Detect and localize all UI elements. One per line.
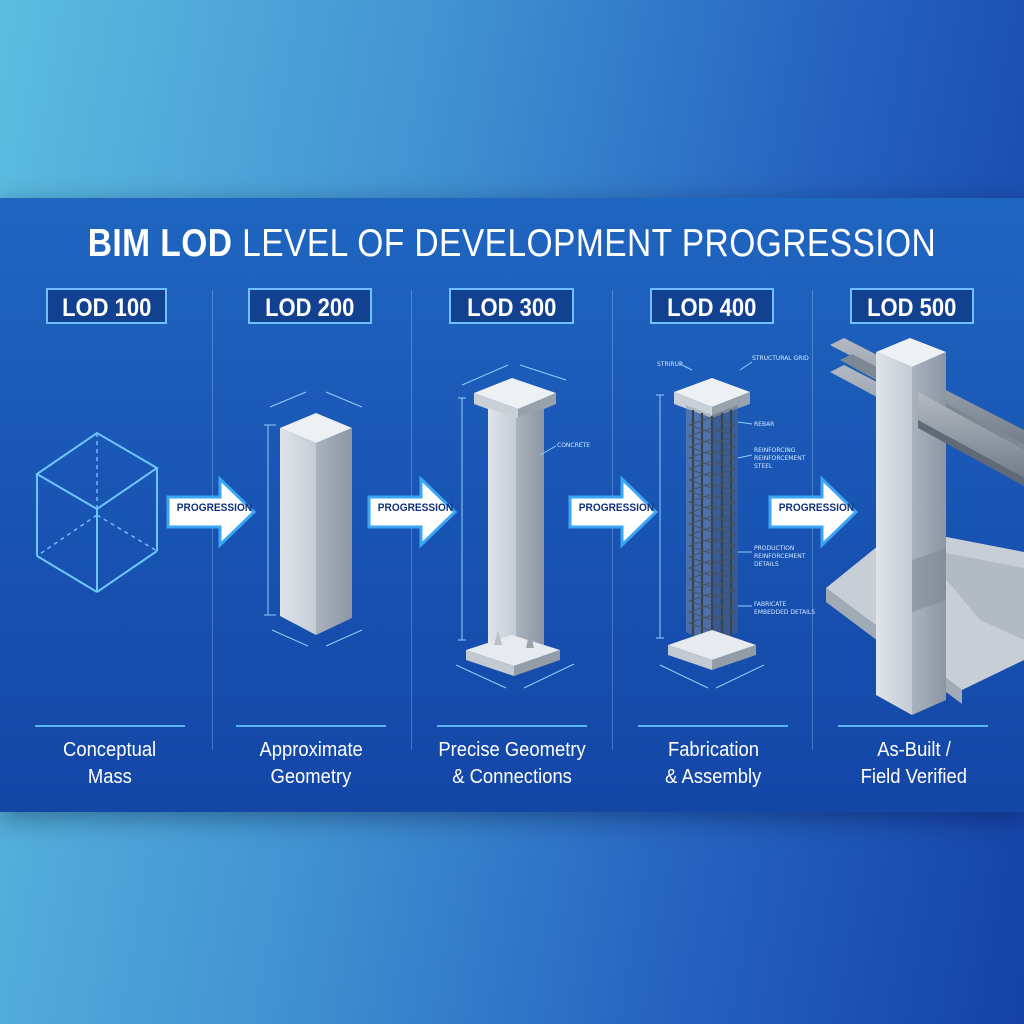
reinforcement-annotation: REINFORCEMENT: [754, 455, 806, 462]
as-built-assembly: [826, 338, 1024, 715]
approximate-column: [264, 391, 363, 647]
caption-underline: [35, 725, 185, 727]
embedded-annotation: EMBEDDED DETAILS: [754, 609, 815, 616]
progression-label: PROGRESSION: [377, 502, 454, 514]
wireframe-cube: [35, 431, 159, 593]
production-annotation: PRODUCTION: [754, 545, 794, 552]
caption-underline: [236, 725, 386, 727]
arrow-right-icon: [166, 475, 257, 549]
diagram-title: BIM LOD LEVEL OF DEVELOPMENT PROGRESSION: [87, 222, 937, 265]
progression-label: PROGRESSION: [578, 502, 655, 514]
lod-300-label: LOD 300: [449, 288, 574, 324]
steel-annotation: STEEL: [754, 463, 773, 470]
rebar-annotation: REBAR: [754, 421, 774, 428]
production-reinforcement-annotation: REINFORCEMENT: [754, 553, 806, 560]
progression-arrow-3: PROGRESSION: [568, 475, 660, 549]
precise-column: CONCRETE: [455, 364, 590, 689]
caption-lod-400: Fabrication& Assembly: [664, 739, 762, 788]
fabricate-annotation: FABRICATE: [754, 601, 787, 608]
stirrup-annotation: STRIRUP: [657, 361, 683, 368]
caption-underline: [838, 725, 988, 727]
lod-100-label: LOD 100: [46, 288, 167, 324]
stirrup-tie: [688, 614, 737, 632]
lod-200-label: LOD 200: [248, 288, 372, 324]
lod-400-label: LOD 400: [650, 288, 774, 324]
reinforcing-annotation: REINFORCING: [754, 447, 796, 454]
caption-underline: [638, 725, 788, 727]
arrow-right-icon: [367, 475, 458, 549]
progression-label: PROGRESSION: [176, 502, 253, 514]
lod-500-label: LOD 500: [850, 288, 974, 324]
caption-underline: [437, 725, 587, 727]
arrow-right-icon: [768, 475, 859, 549]
caption-lod-300: Precise Geometry& Connections: [438, 739, 586, 788]
progression-arrow-4: PROGRESSION: [768, 475, 860, 549]
rebar-column: STRIRUP STRUCTURAL GRID REBAR REINFORCIN…: [656, 355, 815, 689]
progression-arrow-2: PROGRESSION: [367, 475, 459, 549]
concrete-annotation: CONCRETE: [557, 442, 590, 449]
caption-lod-500: As-Built /Field Verified: [860, 739, 968, 788]
progression-arrow-1: PROGRESSION: [166, 475, 258, 549]
progression-label: PROGRESSION: [778, 502, 855, 514]
arrow-right-icon: [568, 475, 659, 549]
grid-annotation: STRUCTURAL GRID: [752, 355, 809, 362]
details-annotation: DETAILS: [754, 561, 779, 568]
